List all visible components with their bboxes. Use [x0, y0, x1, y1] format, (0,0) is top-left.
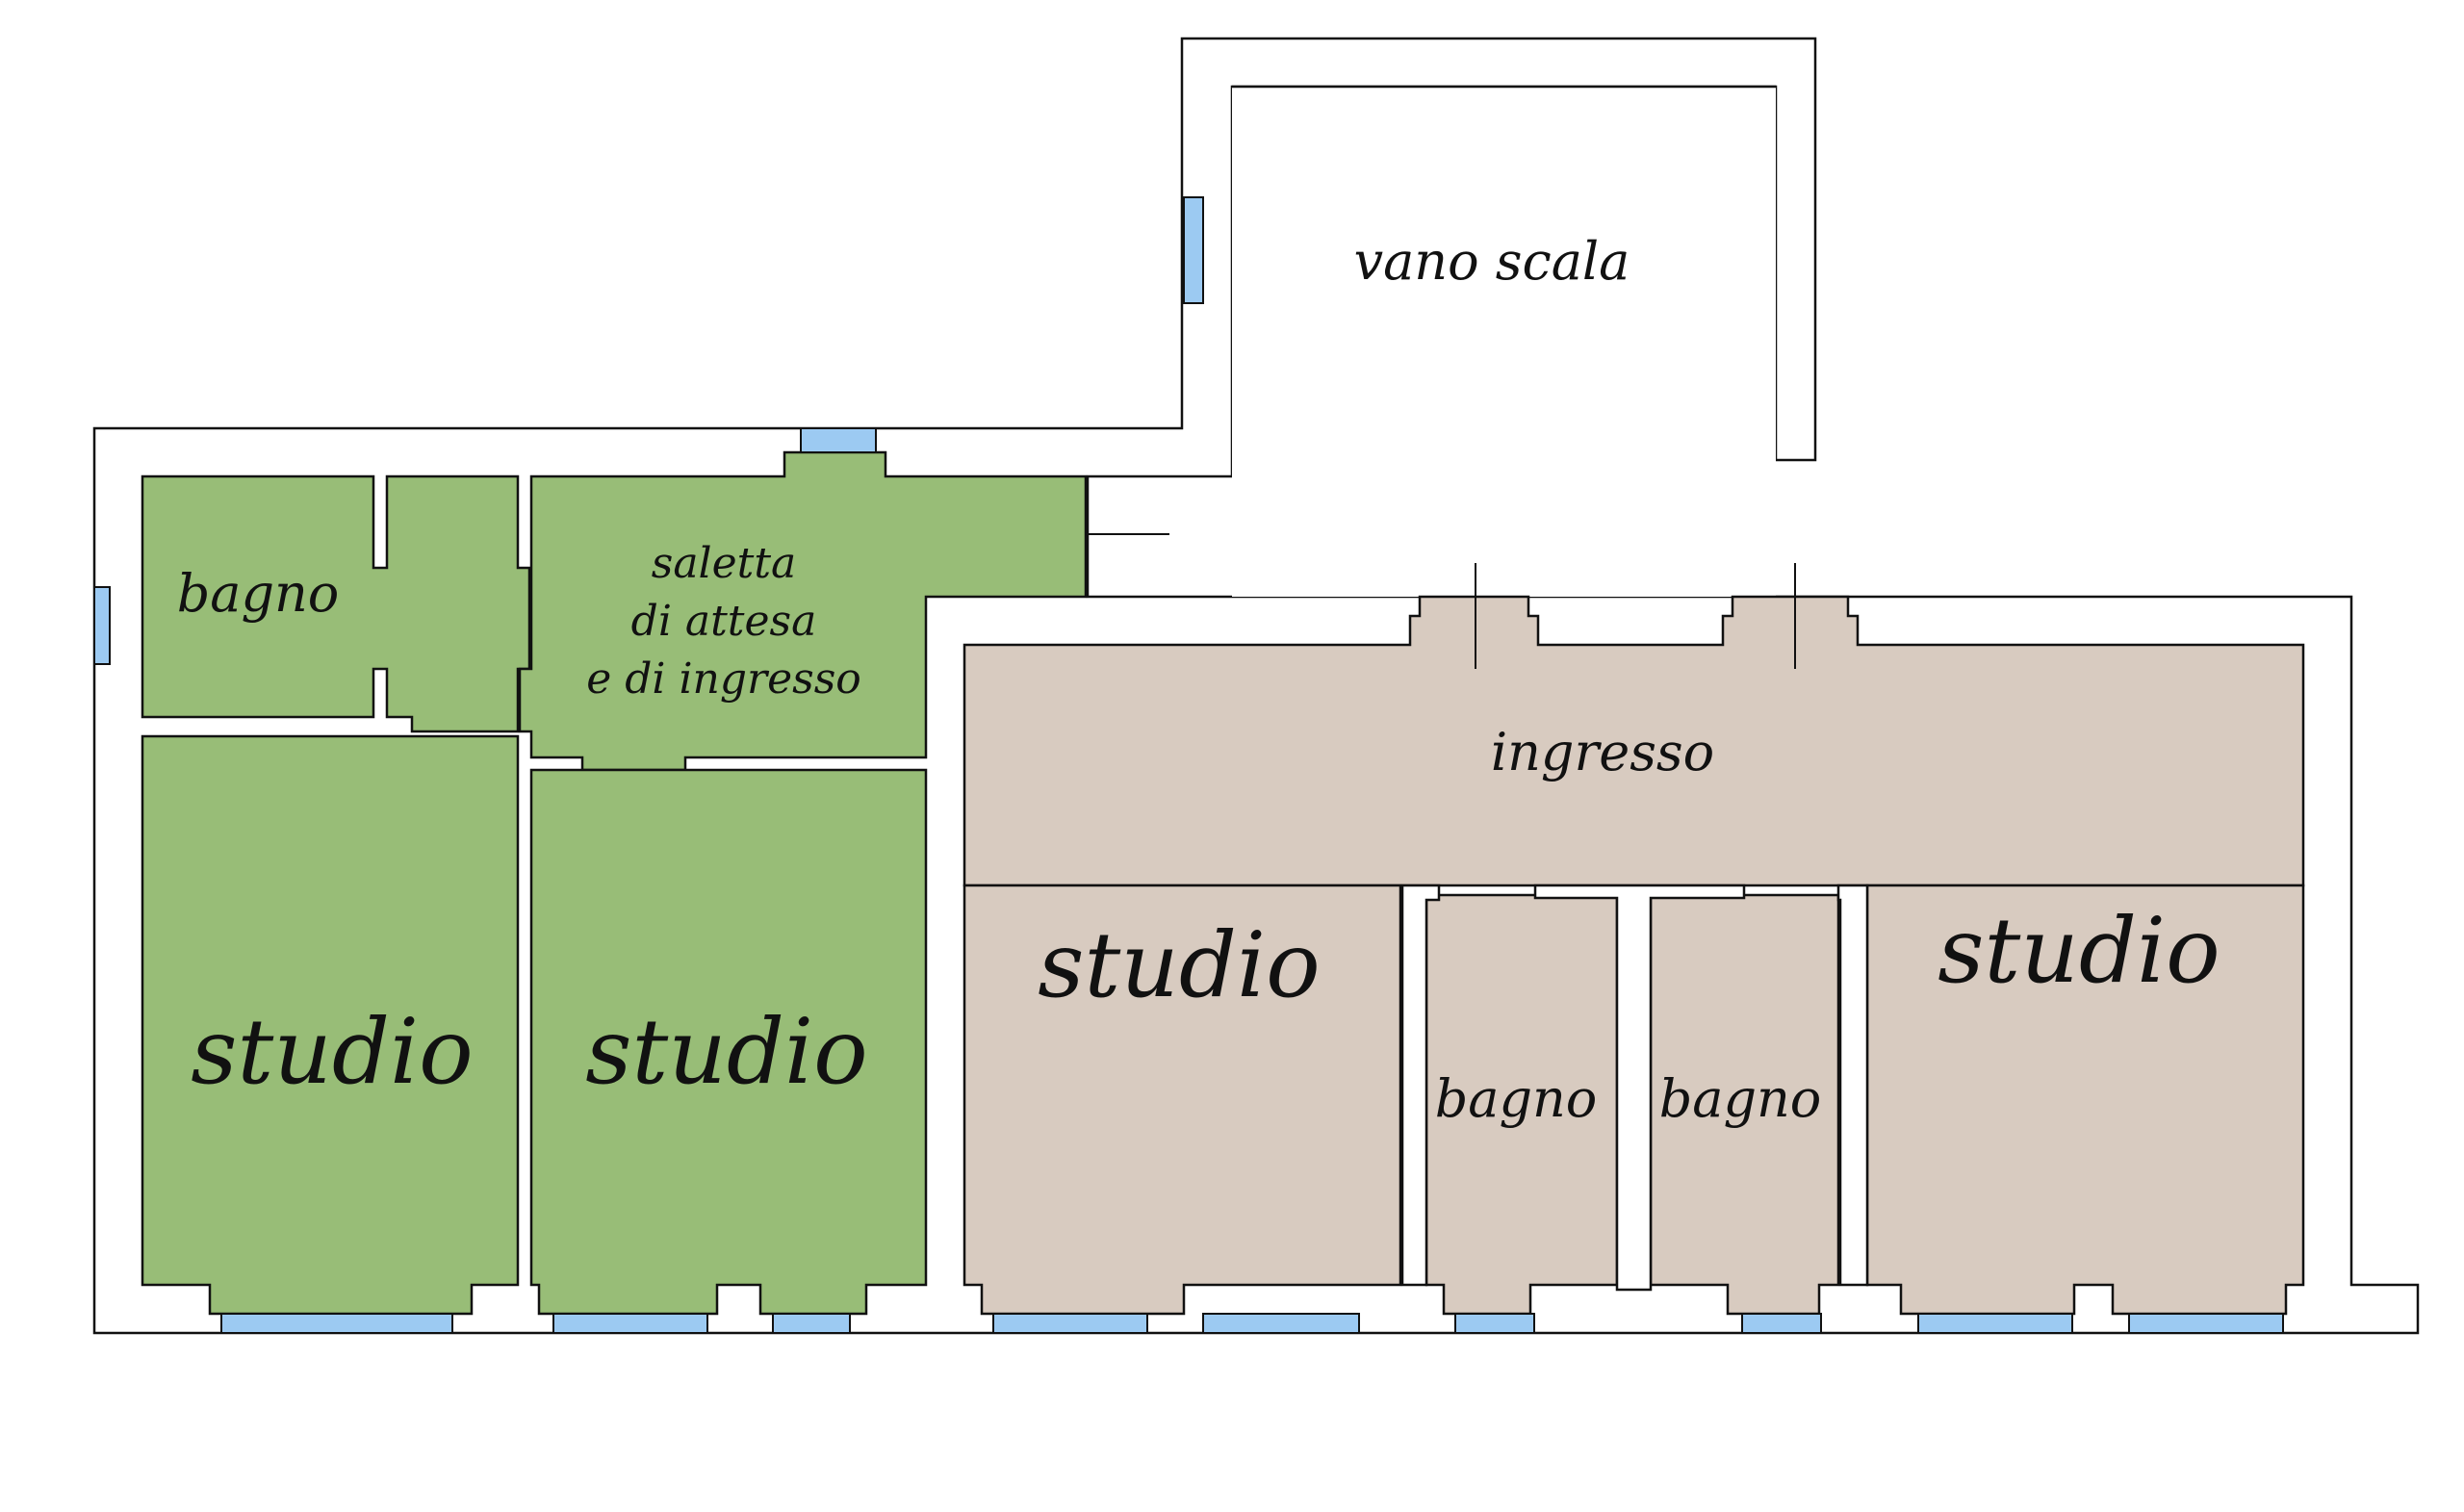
label-saletta-2: di attesa	[631, 597, 817, 646]
label-green-studio-right: studio	[585, 1000, 867, 1105]
beige-partitions	[1400, 884, 1869, 1292]
beige-studio-right-room	[1865, 884, 2305, 1316]
window-bottom-7	[1741, 1313, 1822, 1334]
green-unit	[141, 450, 1088, 1316]
window-bottom-8	[1917, 1313, 2073, 1334]
window-bottom-2	[552, 1313, 708, 1334]
label-saletta-1: saletta	[652, 539, 797, 588]
stair-hall	[1232, 87, 1776, 597]
label-beige-studio-right: studio	[1938, 899, 2220, 1004]
door-marks	[1086, 533, 1796, 669]
green-bagno-room	[141, 474, 531, 733]
window-bottom-4	[992, 1313, 1148, 1334]
ingresso-room	[962, 595, 2305, 887]
label-beige-bagno-left: bagno	[1435, 1068, 1598, 1129]
label-green-bagno: bagno	[177, 563, 340, 624]
label-green-studio-left: studio	[191, 1000, 473, 1105]
green-studio-right-room	[529, 768, 928, 1316]
partition-2	[1533, 884, 1746, 1292]
saletta-room	[518, 450, 1088, 772]
window-top-green	[800, 427, 877, 453]
window-stair	[1183, 196, 1204, 304]
beige-unit	[962, 595, 2305, 1316]
partition-3	[1836, 884, 1869, 1287]
beige-studio-left-room	[962, 884, 1402, 1316]
window-bottom-5	[1202, 1313, 1360, 1334]
label-saletta-3: e di ingresso	[586, 654, 861, 704]
window-left-green	[93, 586, 111, 665]
partition-1	[1400, 884, 1441, 1287]
label-beige-bagno-right: bagno	[1659, 1068, 1822, 1129]
window-bottom-3	[772, 1313, 851, 1334]
label-beige-studio-left: studio	[1038, 913, 1320, 1018]
window-bottom-1	[220, 1313, 453, 1334]
label-vano-scala: vano scala	[1354, 231, 1630, 292]
label-ingresso: ingresso	[1491, 722, 1714, 782]
room-labels: vano scala bagno saletta di attesa e di …	[177, 231, 2220, 1129]
window-bottom-6	[1454, 1313, 1535, 1334]
windows	[93, 196, 2284, 1334]
green-studio-left-room	[141, 734, 520, 1316]
window-bottom-9	[2128, 1313, 2284, 1334]
